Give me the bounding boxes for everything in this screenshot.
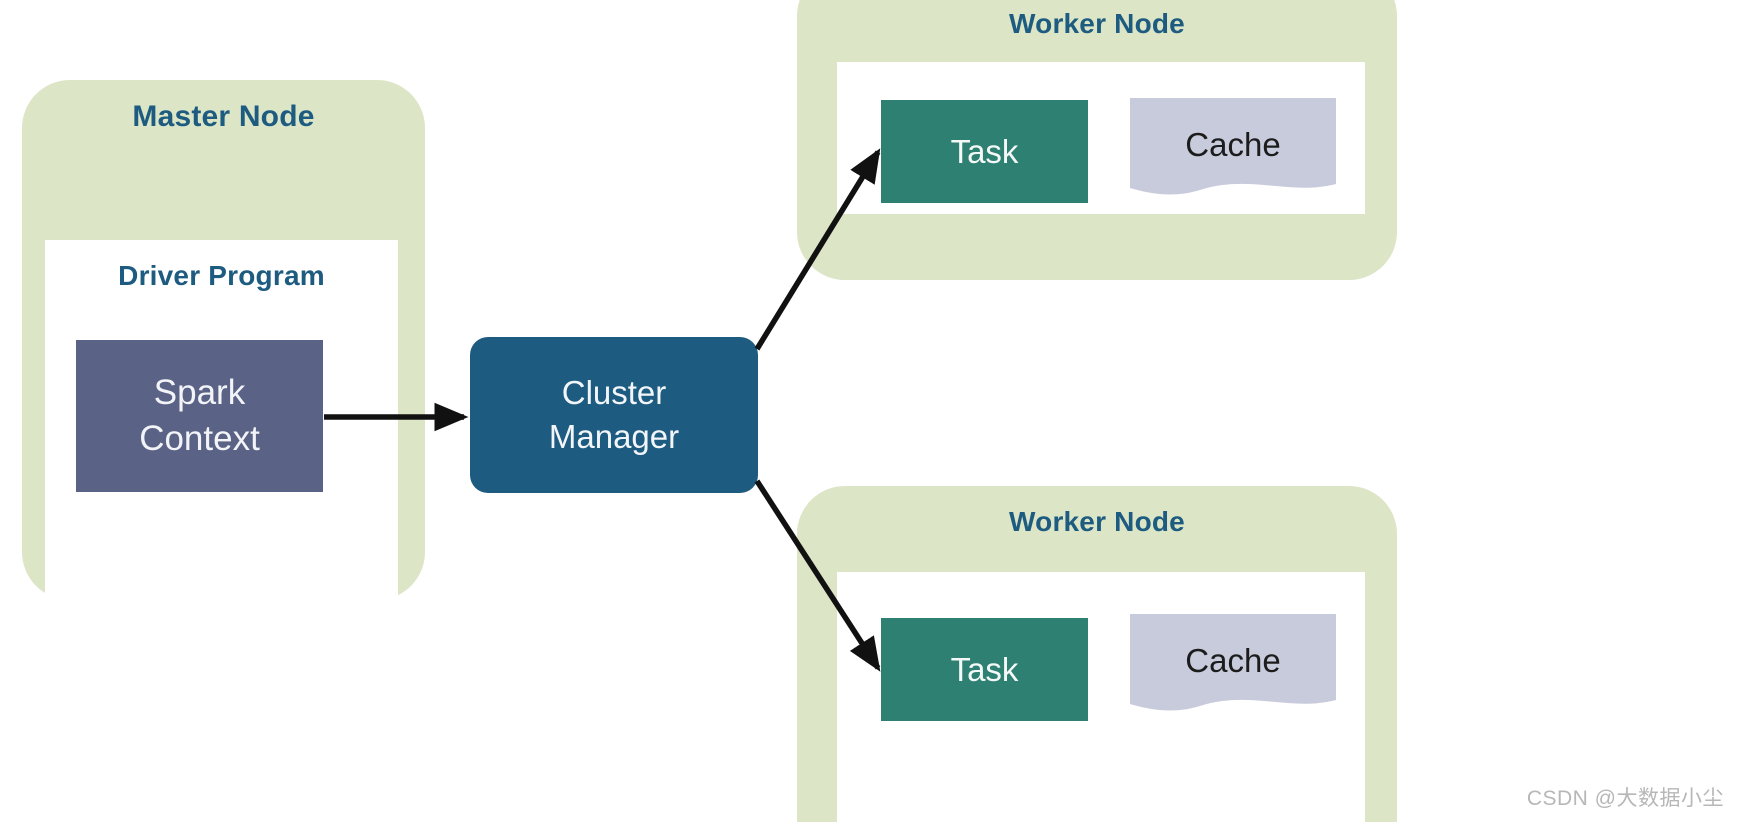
worker-node-2-title: Worker Node [1009,506,1185,537]
worker-node-1-cache-label: Cache [1185,126,1281,163]
spark-context-box[interactable]: Spark Context [76,340,323,492]
worker-node-1-title: Worker Node [1009,8,1185,39]
cluster-manager-box[interactable]: Cluster Manager [470,337,758,493]
csdn-watermark: CSDN @大数据小尘 [1526,787,1724,810]
worker-node-2-cache-label: Cache [1185,642,1281,679]
cluster-manager-line-2: Manager [548,418,680,455]
worker-node-2-task-box[interactable]: Task [881,618,1088,721]
master-node-panel: Master Node Driver Program [22,80,425,600]
spark-context-line-2: Context [139,419,260,458]
worker-node-2-cache-shape[interactable]: Cache [1130,614,1336,720]
cache-wave-icon [1130,614,1336,711]
cache-wave-icon [1130,98,1336,195]
driver-program-title: Driver Program [118,260,325,291]
worker-node-1-task-box[interactable]: Task [881,100,1088,203]
master-node-title: Master Node [132,100,315,133]
worker-node-1-cache-shape[interactable]: Cache [1130,98,1336,204]
cluster-manager-line-1: Cluster [561,374,667,412]
spark-context-line-1: Spark [153,372,246,412]
worker-node-2-task-label: Task [950,650,1019,688]
worker-node-1-task-label: Task [950,132,1019,170]
